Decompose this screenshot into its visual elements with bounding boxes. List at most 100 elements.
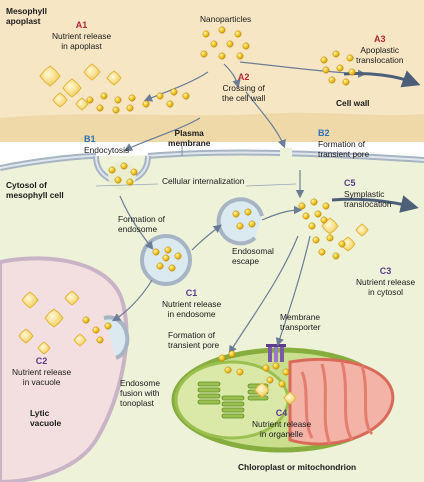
nanoparticle-dot [96, 104, 104, 112]
nutrient-crystal [52, 92, 68, 108]
nanoparticle-dot [96, 336, 104, 344]
nanoparticle-dot [114, 96, 122, 104]
nanoparticle-dot [120, 162, 128, 170]
nanoparticle-dot [166, 100, 174, 108]
nanoparticle-dot [336, 64, 344, 72]
nanoparticle-dot [126, 178, 134, 186]
nanoparticle-dot [312, 236, 320, 244]
nutrient-crystal [75, 97, 89, 111]
endosomal-escape-vesicle [216, 197, 264, 246]
nanoparticle-dot [332, 252, 340, 260]
nanoparticles [82, 26, 356, 388]
nanoparticle-dot [298, 202, 306, 210]
nanoparticle-dot [128, 94, 136, 102]
nutrient-crystal [44, 308, 64, 328]
nanoparticle-dot [162, 254, 170, 262]
nanoparticle-dot [86, 96, 94, 104]
nanoparticle-dot [82, 316, 90, 324]
nanoparticle-dot [202, 30, 210, 38]
nanoparticles-label: Nanoparticles [200, 14, 252, 24]
nanoparticle-dot [342, 78, 350, 86]
nanoparticle-dot [322, 66, 330, 74]
nutrient-crystal [18, 328, 34, 344]
nanoparticle-dot [318, 248, 326, 256]
nanoparticle-dot [142, 100, 150, 108]
nanoparticle-dot [156, 92, 164, 100]
lytic-vacuole [0, 256, 129, 482]
nanoparticle-dot [328, 76, 336, 84]
membrane-transporter-icon [266, 344, 286, 362]
nanoparticle-dot [320, 56, 328, 64]
nanoparticle-dot [348, 68, 356, 76]
nanoparticle-dot [332, 50, 340, 58]
cellular-internalization-label: Cellular internalization [162, 176, 245, 186]
nanoparticle-dot [226, 40, 234, 48]
nanoparticle-dot [320, 216, 328, 224]
nanoparticle-dot [346, 54, 354, 62]
nanoparticle-dot [218, 26, 226, 34]
nanoparticle-dot [228, 350, 236, 358]
nanoparticle-dot [100, 92, 108, 100]
organelle-label: Chloroplast or mitochondrion [238, 462, 357, 472]
nanoparticle-dot [152, 248, 160, 256]
nutrient-crystal [64, 290, 80, 306]
nanoparticle-dot [108, 166, 116, 174]
thylakoid-stacks [197, 381, 269, 419]
nanoparticle-dot [224, 366, 232, 374]
nutrient-crystal [83, 63, 101, 81]
nanoparticle-dot [170, 88, 178, 96]
cell-wall-band [0, 112, 424, 142]
nutrient-crystal [62, 78, 82, 98]
nanoparticle-dot [262, 364, 270, 372]
nanoparticle-dot [168, 264, 176, 272]
nutrient-crystal [39, 65, 61, 87]
nanoparticle-dot [310, 198, 318, 206]
nanoparticle-dot [210, 40, 218, 48]
nanoparticle-dot [272, 362, 280, 370]
nanoparticle-dot [232, 210, 240, 218]
nanoparticle-dot [174, 252, 182, 260]
nanoparticle-dot [278, 380, 286, 388]
nanoparticle-dot [104, 322, 112, 330]
nanoparticle-dot [234, 30, 242, 38]
nanoparticle-dot [282, 368, 290, 376]
nanoparticle-dot [92, 326, 100, 334]
nanoparticle-dot [112, 106, 120, 114]
nanoparticle-dot [114, 176, 122, 184]
nanoparticle-dot [236, 52, 244, 60]
nanoparticle-dot [218, 354, 226, 362]
nutrient-crystal [21, 291, 39, 309]
nanoparticle-dot [218, 52, 226, 60]
nanoparticle-dot [156, 262, 164, 270]
nanoparticle-dot [308, 222, 316, 230]
step-b1-label: B1 Endocytosis [84, 134, 130, 155]
nanoparticle-dot [200, 50, 208, 58]
nutrient-crystal [254, 382, 270, 398]
nutrient-crystal [355, 223, 369, 237]
nutrient-crystal [106, 70, 122, 86]
nanoparticle-dot [266, 376, 274, 384]
nanoparticle-dot [242, 42, 250, 50]
nanoparticle-dot [244, 208, 252, 216]
nanoparticle-dot [338, 240, 346, 248]
nanoparticle-dot [326, 234, 334, 242]
nutrient-crystals [18, 63, 369, 405]
nanoparticle-dot [236, 368, 244, 376]
cell-wall-label: Cell wall [336, 98, 370, 108]
nanoparticle-dot [182, 92, 190, 100]
